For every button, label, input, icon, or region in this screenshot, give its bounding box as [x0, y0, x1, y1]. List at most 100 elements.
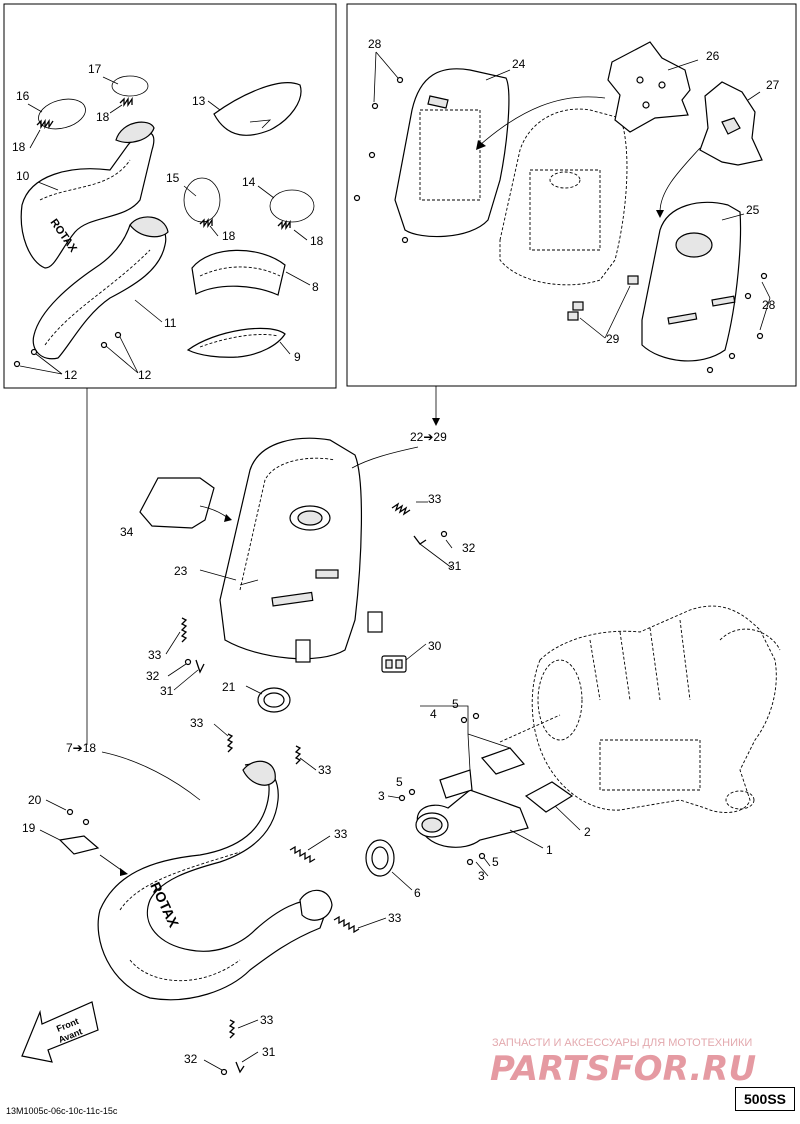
part-33-spring-b — [180, 617, 188, 643]
part-2-gasket — [524, 781, 574, 813]
callout-24: 24 — [512, 57, 526, 71]
callout-12: 12 — [138, 368, 152, 382]
callout-16: 16 — [16, 89, 30, 103]
callout-28: 28 — [762, 298, 776, 312]
part-11-pipe-section — [32, 216, 169, 360]
callout-18: 18 — [12, 140, 26, 154]
callout-15: 15 — [166, 171, 180, 185]
part-18-spring-b — [119, 96, 133, 108]
callout-20: 20 — [28, 793, 42, 807]
callout-23: 23 — [174, 564, 188, 578]
callout-13: 13 — [192, 94, 206, 108]
callout-22-to-29: 22➔29 — [410, 430, 447, 444]
callout-12: 12 — [64, 368, 78, 382]
part-12-rivet-b — [30, 348, 38, 356]
part-12-rivet-c — [100, 341, 108, 349]
callout-33: 33 — [388, 911, 402, 925]
callout-1: 1 — [546, 843, 553, 857]
watermark-tagline: ЗАПЧАСТИ И АКСЕССУАРЫ ДЛЯ МОТОТЕХНИКИ — [492, 1037, 752, 1049]
callout-19: 19 — [22, 821, 36, 835]
part-25-silencer-cover — [641, 201, 742, 362]
diagram-code: 13M1005c-06c-10c-11c-15c — [6, 1106, 118, 1116]
part-17-clamp — [111, 75, 149, 97]
callout-6: 6 — [414, 886, 421, 900]
part-1-exhaust-manifold — [415, 769, 529, 848]
callout-32: 32 — [146, 669, 160, 683]
callout-9: 9 — [294, 350, 301, 364]
part-33-spring-a — [391, 502, 411, 516]
front-direction-arrow: Front Avant — [21, 1001, 99, 1063]
part-29-insert-c — [567, 311, 579, 321]
part-20-screw — [66, 808, 74, 816]
part-4-gasket — [480, 747, 526, 775]
callout-27: 27 — [766, 78, 780, 92]
callout-29: 29 — [606, 332, 620, 346]
silencer-body-outline — [499, 108, 628, 286]
part-18-spring-d — [277, 219, 291, 231]
callout-31: 31 — [262, 1045, 276, 1059]
part-14-clamp — [269, 189, 315, 223]
callout-17: 17 — [88, 62, 102, 76]
part-19-bracket — [58, 835, 100, 855]
callout-18: 18 — [96, 110, 110, 124]
part-32-nut-c — [220, 1068, 228, 1076]
part-33-spring-e — [289, 845, 316, 864]
callout-33: 33 — [334, 827, 348, 841]
part-32-nut-b — [184, 658, 192, 666]
callout-3: 3 — [378, 789, 385, 803]
part-16-clamp — [38, 98, 86, 130]
inset-box-left — [3, 3, 337, 389]
part-30-bracket — [381, 655, 407, 673]
part-34-gasket — [139, 477, 215, 529]
part-8-heat-shield — [191, 249, 286, 296]
model-label: 500SS — [735, 1087, 795, 1111]
callout-4: 4 — [430, 707, 437, 721]
callout-26: 26 — [706, 49, 720, 63]
part-29-insert-b — [572, 301, 584, 311]
callout-5: 5 — [492, 855, 499, 869]
callout-10: 10 — [16, 169, 30, 183]
part-32-nut-a — [440, 530, 448, 538]
callout-5: 5 — [452, 697, 459, 711]
callout-32: 32 — [184, 1052, 198, 1066]
part-12-rivet-a — [13, 360, 21, 368]
engine-outline — [531, 605, 781, 813]
callout-33: 33 — [260, 1013, 274, 1027]
part-28-screws — [353, 76, 768, 374]
part-12-rivet-d — [114, 331, 122, 339]
callout-33: 33 — [190, 716, 204, 730]
callout-2: 2 — [584, 825, 591, 839]
rotax-mark-pipe: ROTAX — [147, 880, 182, 931]
part-33-spring-c — [226, 733, 234, 753]
part-26-gasket — [607, 41, 691, 133]
callout-25: 25 — [746, 203, 760, 217]
part-31-clip-b — [195, 659, 205, 674]
callout-18: 18 — [310, 234, 324, 248]
callout-8: 8 — [312, 280, 319, 294]
callout-32: 32 — [462, 541, 476, 555]
callout-28: 28 — [368, 37, 382, 51]
callout-18: 18 — [222, 229, 236, 243]
callout-11: 11 — [164, 316, 177, 330]
part-24-silencer-cover — [394, 68, 510, 238]
callout-33: 33 — [428, 492, 442, 506]
part-9-heat-shield — [186, 327, 286, 358]
callout-3: 3 — [478, 869, 485, 883]
part-33-spring-f — [333, 915, 360, 934]
callout-31: 31 — [160, 684, 174, 698]
inset-box-right — [346, 3, 797, 387]
part-31-clip-a — [413, 535, 427, 545]
callout-7-to-18: 7➔18 — [66, 741, 96, 755]
part-31-clip-c — [235, 1061, 245, 1074]
callout-33: 33 — [148, 648, 162, 662]
part-18-spring-c — [199, 217, 213, 229]
part-29-insert-a — [627, 275, 639, 285]
part-13-gasket — [213, 82, 302, 136]
callout-31: 31 — [448, 559, 462, 573]
callout-30: 30 — [428, 639, 442, 653]
part-33-spring-d — [294, 745, 302, 765]
part-22-silencer-assembly — [219, 437, 383, 663]
part-7-tuned-pipe: ROTAX — [97, 760, 333, 1001]
callout-34: 34 — [120, 525, 134, 539]
